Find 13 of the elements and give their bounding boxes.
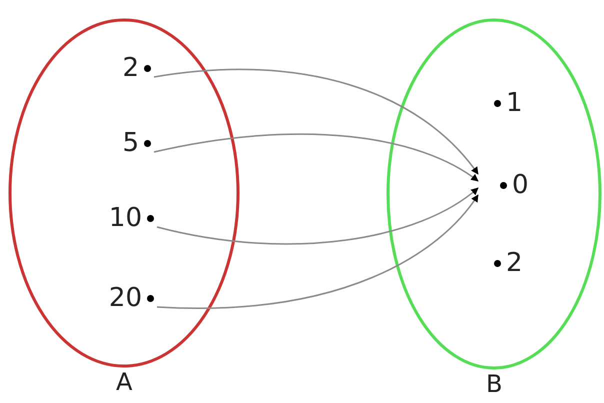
set-element-point: 20: [80, 283, 156, 313]
set-element-point: 0: [478, 170, 536, 200]
arrow: [154, 68, 479, 175]
set-element-point: 10: [80, 203, 156, 233]
set-element-point: 1: [494, 88, 534, 118]
set-element-point: 2: [494, 248, 534, 278]
set-element-point: 2: [95, 53, 153, 83]
arrow: [156, 194, 479, 309]
set-label: A: [116, 368, 132, 396]
set-element-point: 5: [95, 128, 153, 158]
set-label: B: [486, 370, 502, 398]
arrow: [156, 187, 479, 245]
arrow: [154, 133, 479, 182]
